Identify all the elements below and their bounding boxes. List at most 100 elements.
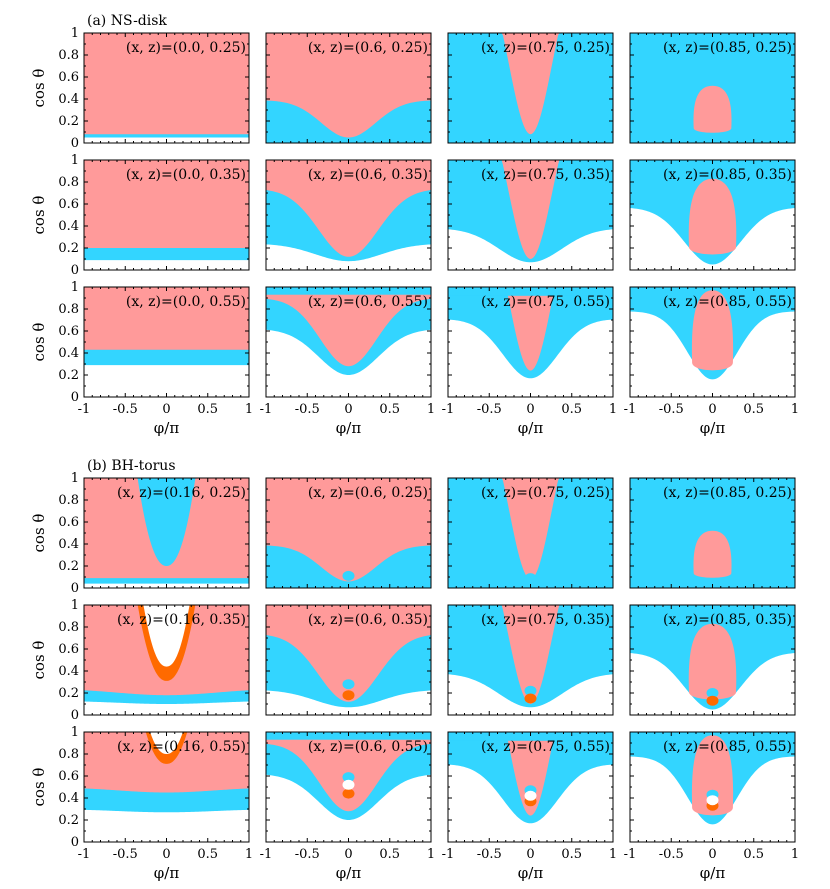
salmon-region [448,605,613,704]
x-tick-label: 0.5 [197,402,218,417]
y-tick-label: 0.4 [58,791,79,806]
cyan-top-band [448,287,613,296]
panel-plot-area [448,732,613,842]
panel-label: (x, z)=(0.85, 0.55) [663,294,792,310]
y-axis-label: cos θ [30,641,48,680]
panel-label: (x, z)=(0.0, 0.55) [126,294,246,310]
section-label-b: (b) BH-torus [87,458,176,474]
y-tick-label: 0 [71,581,79,596]
y-tick-label: 0.6 [58,769,79,784]
salmon-blob [693,85,732,133]
x-tick-label: 1 [791,402,799,417]
y-axis-label: cos θ [30,69,48,108]
panel-label: (x, z)=(0.0, 0.25) [126,40,246,56]
x-tick-label: 0 [162,847,170,862]
x-axis-label: φ/π [700,864,726,882]
y-tick-label: 0.8 [58,493,79,508]
panel: (x, z)=(0.6, 0.35) [265,159,432,271]
x-tick-label: -1 [624,402,637,417]
x-tick-label: 0.5 [743,847,764,862]
y-tick-label: 0.8 [58,175,79,190]
region-dot [342,788,355,799]
panel-label: (x, z)=(0.6, 0.25) [308,485,428,501]
x-tick-label: -0.5 [113,847,138,862]
salmon-region [448,160,613,259]
x-tick-label: -0.5 [295,402,320,417]
salmon-region [448,287,613,371]
salmon-blob [691,735,734,816]
y-tick-label: 0.8 [58,747,79,762]
region-dot [342,772,355,783]
white-u-region [142,605,191,667]
y-tick-label: 0.6 [58,197,79,212]
y-tick-label: 1 [71,280,79,295]
x-tick-label: -1 [442,402,455,417]
panel-plot-area [630,287,795,397]
panel: (x, z)=(0.85, 0.35) [629,159,796,271]
x-tick-label: 0 [526,847,534,862]
panel-label: (x, z)=(0.85, 0.35) [663,167,792,183]
panel-plot-area [84,732,249,842]
y-tick-label: 0.8 [58,48,79,63]
region-dot [706,695,719,706]
panel: (x, z)=(0.6, 0.25) [265,477,432,589]
y-tick-label: 0.4 [58,346,79,361]
salmon-region [266,33,431,138]
panel-plot-area [84,478,249,588]
x-tick-label: 1 [609,847,617,862]
y-tick-label: 0.2 [58,813,79,828]
region-dot [342,690,355,701]
panel-plot-area [630,478,795,588]
panel-plot-area [266,478,431,588]
panel-label: (x, z)=(0.75, 0.35) [481,612,610,628]
panel-label: (x, z)=(0.6, 0.35) [308,167,428,183]
panel: (x, z)=(0.75, 0.25) [447,477,614,589]
x-tick-label: 1 [427,402,435,417]
y-tick-label: 0.8 [58,620,79,635]
y-tick-label: 0 [71,390,79,405]
x-axis-label: φ/π [336,864,362,882]
panel-plot-area [630,33,795,143]
panel-label: (x, z)=(0.16, 0.35) [117,612,246,628]
panel-plot-area [84,160,249,270]
panel-label: (x, z)=(0.85, 0.35) [663,612,792,628]
x-tick-label: 1 [609,402,617,417]
salmon-region [266,478,431,582]
x-tick-label: -1 [442,847,455,862]
panel-label: (x, z)=(0.6, 0.55) [308,294,428,310]
salmon-region [84,160,249,248]
salmon-region [448,478,613,580]
cyan-top-band [448,732,613,741]
x-tick-label: 0.5 [743,402,764,417]
panel: (x, z)=(0.75, 0.35) [447,604,614,716]
salmon-blob [693,530,732,578]
x-tick-label: 0 [344,847,352,862]
x-tick-label: 0 [526,402,534,417]
panel-plot-area [84,33,249,143]
panel-plot-area [630,160,795,270]
salmon-blob [688,178,737,255]
y-tick-label: 0.6 [58,324,79,339]
panel-plot-area [84,287,249,397]
x-tick-label: -1 [78,847,91,862]
x-tick-label: 1 [791,847,799,862]
panel-plot-area [448,605,613,715]
panel-plot-area [448,287,613,397]
x-tick-label: -0.5 [659,402,684,417]
x-axis-label: φ/π [700,419,726,437]
y-axis-label: cos θ [30,196,48,235]
panel: (x, z)=(0.85, 0.25) [629,477,796,589]
region-dot [342,570,355,581]
y-tick-label: 1 [71,26,79,41]
panel: (x, z)=(0.75, 0.25) [447,32,614,144]
x-tick-label: 1 [245,402,253,417]
y-tick-label: 1 [71,471,79,486]
panel-label: (x, z)=(0.75, 0.55) [481,739,610,755]
x-tick-label: -1 [624,847,637,862]
